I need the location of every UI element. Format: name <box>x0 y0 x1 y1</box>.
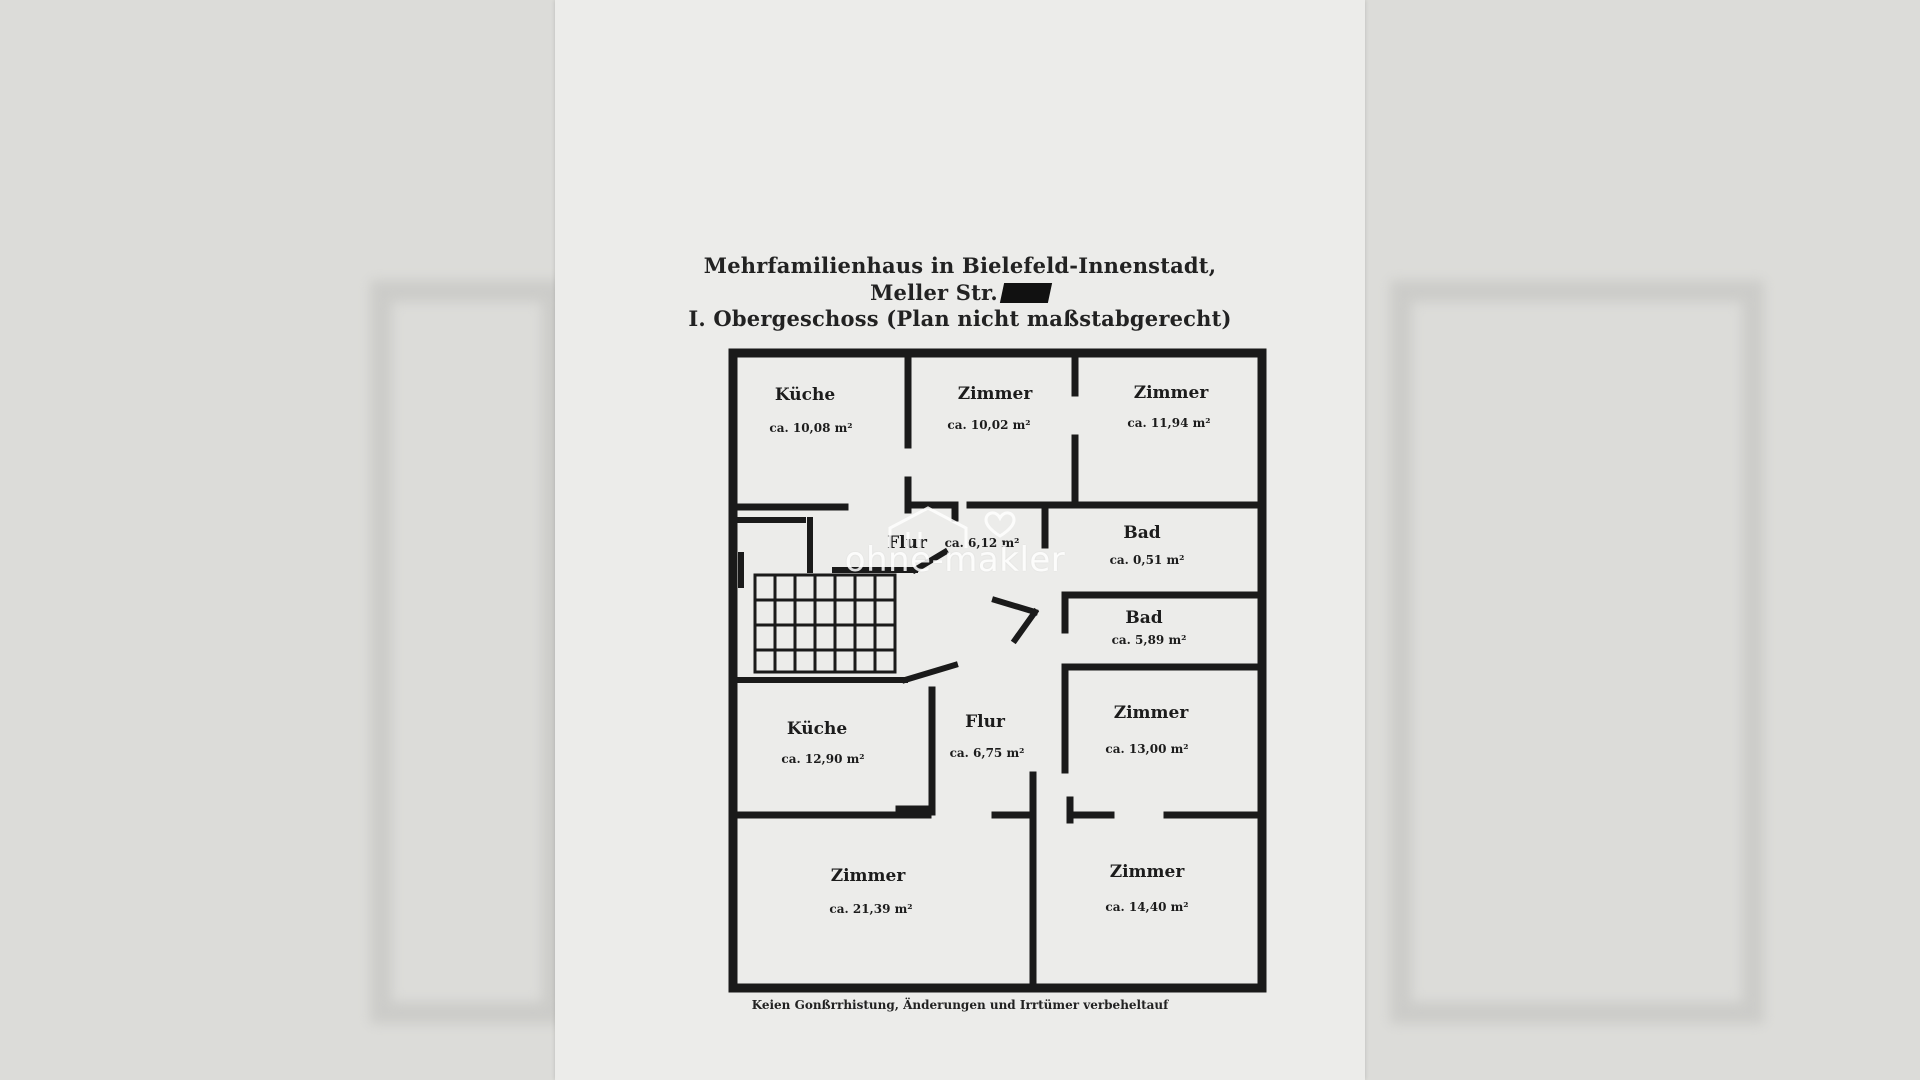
room-area-zimmer-5: ca. 14,40 m² <box>1105 900 1189 914</box>
background-left <box>0 0 555 1080</box>
room-label-zimmer-2: Zimmer <box>1133 383 1209 403</box>
room-area-zimmer-3: ca. 13,00 m² <box>1105 742 1189 756</box>
room-area-zimmer-1: ca. 10,02 m² <box>947 418 1031 432</box>
room-label-bad-2: Bad <box>1125 608 1163 628</box>
floor-plan-drawing <box>728 348 1267 993</box>
background-ghost-left <box>370 280 564 1024</box>
room-label-zimmer-3: Zimmer <box>1113 703 1189 723</box>
floor-plan-document: Mehrfamilienhaus in Bielefeld-Innenstadt… <box>555 0 1365 1080</box>
room-area-kueche-1: ca. 10,08 m² <box>769 421 853 435</box>
room-area-flur-1: ca. 6,12 m² <box>944 536 1020 550</box>
room-label-zimmer-1: Zimmer <box>957 384 1033 404</box>
document-footer-disclaimer: Keien Gonßrrhistung, Änderungen und Irrt… <box>751 998 1169 1012</box>
room-label-bad-1: Bad <box>1123 523 1161 543</box>
address-text: Meller Str. <box>870 280 998 305</box>
room-label-kueche-1: Küche <box>774 385 836 405</box>
room-area-bad-2: ca. 5,89 m² <box>1111 633 1187 647</box>
background-ghost-right <box>1390 280 1764 1024</box>
room-label-zimmer-5: Zimmer <box>1109 862 1185 882</box>
wall-bath-door <box>991 596 1040 645</box>
document-address: Meller Str. <box>555 280 1365 305</box>
background-right <box>1365 0 1920 1080</box>
house-heart-logo-icon <box>888 506 1016 548</box>
document-title: Mehrfamilienhaus in Bielefeld-Innenstadt… <box>703 253 1217 278</box>
room-label-zimmer-4: Zimmer <box>830 866 906 886</box>
room-area-bad-1: ca. 0,51 m² <box>1109 553 1185 567</box>
room-area-zimmer-4: ca. 21,39 m² <box>829 902 913 916</box>
room-area-zimmer-2: ca. 11,94 m² <box>1127 416 1211 430</box>
room-area-kueche-2: ca. 12,90 m² <box>781 752 865 766</box>
outer-walls <box>728 348 1267 993</box>
room-label-flur-2: Flur <box>965 712 1005 732</box>
room-area-flur-2: ca. 6,75 m² <box>949 746 1025 760</box>
document-subtitle: I. Obergeschoss (Plan nicht maßstabgerec… <box>688 306 1232 331</box>
room-label-kueche-2: Küche <box>786 719 848 739</box>
stair-steps <box>753 573 897 674</box>
watermark-text: ohne-makler <box>844 540 1066 580</box>
wall-stair-diagonal <box>901 661 959 684</box>
wall-stair-upper-diag <box>910 547 950 575</box>
